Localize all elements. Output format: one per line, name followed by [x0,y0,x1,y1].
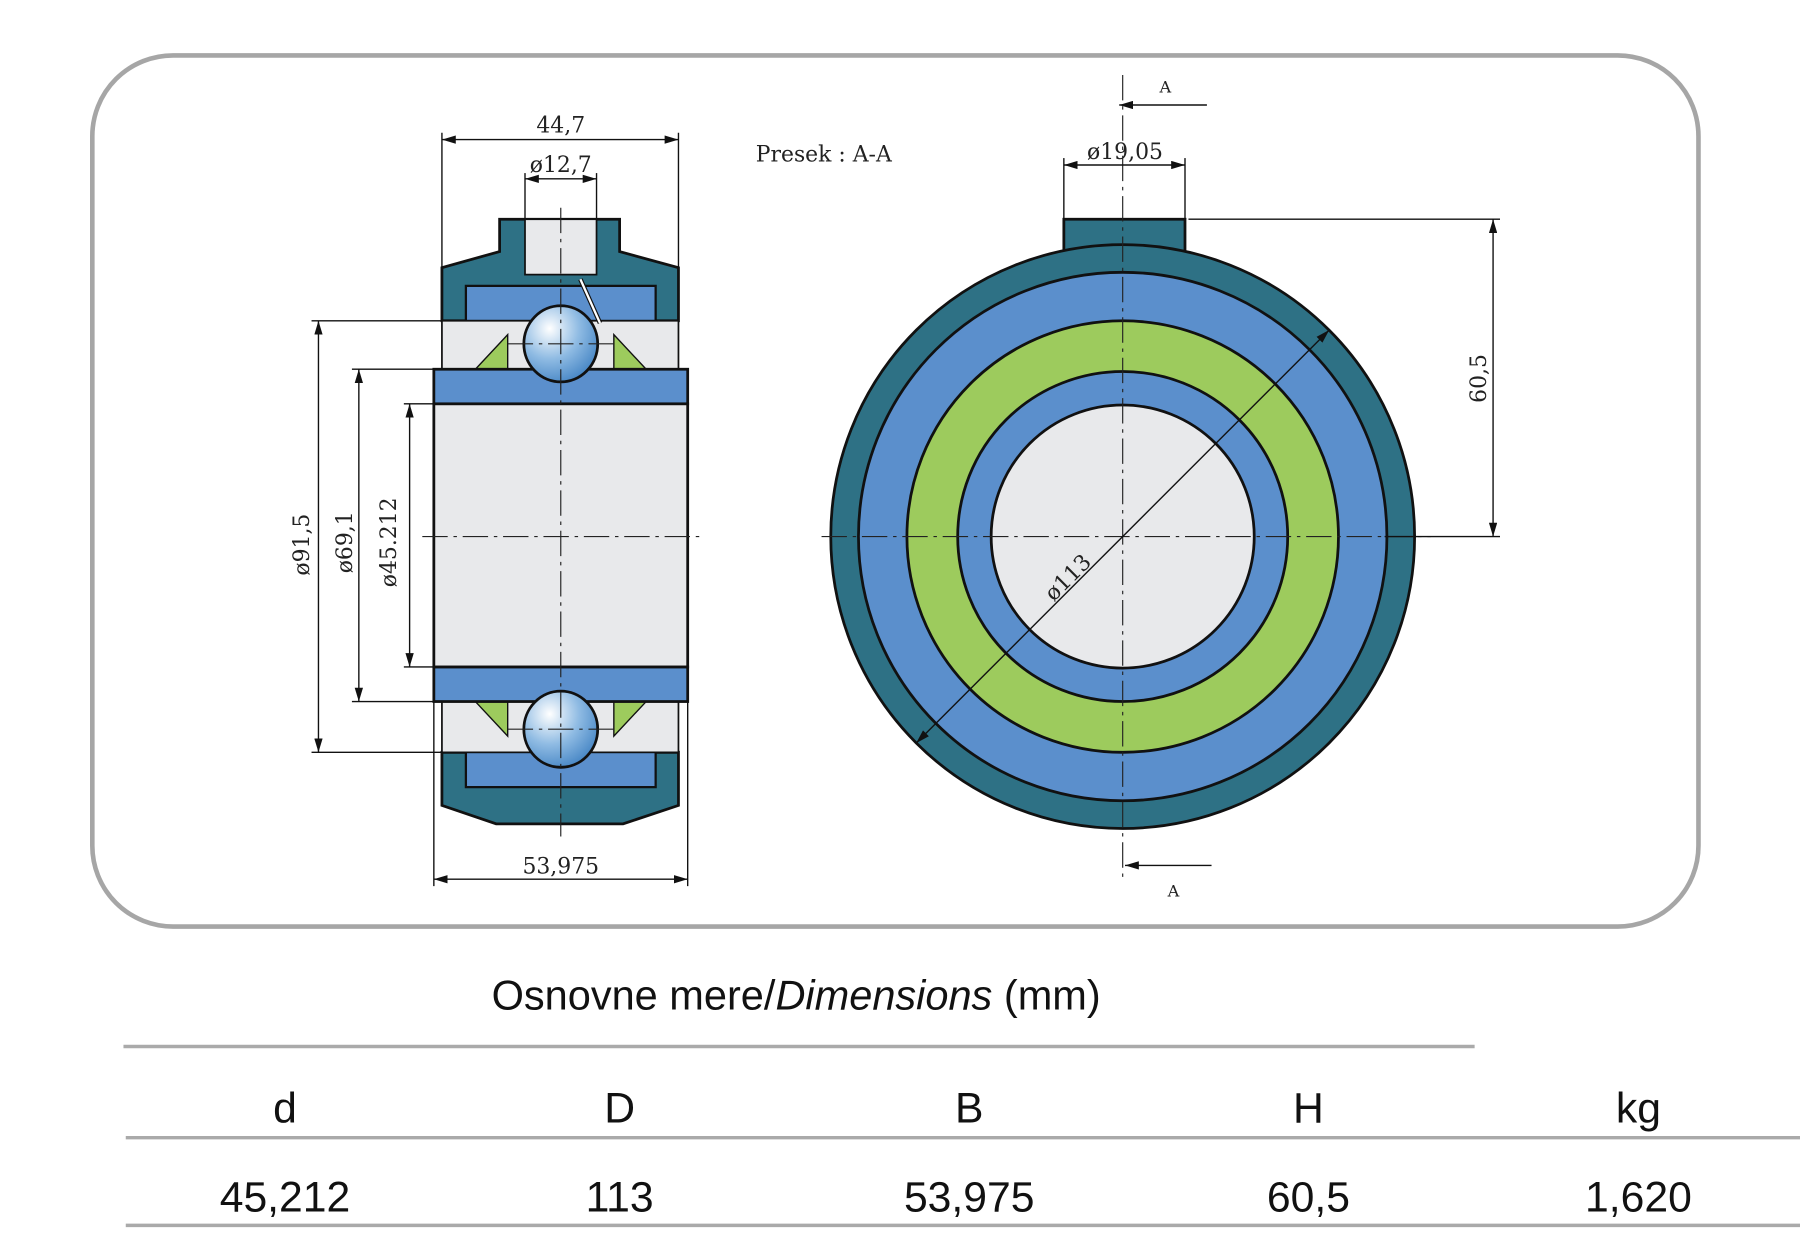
dim-height: 60,5 [1467,354,1492,403]
section-label: Presek : A-A [756,143,893,168]
dim-boss: ø19,05 [1087,140,1163,165]
section-marker-bottom: A [1167,882,1180,901]
header-H: H [1293,1085,1324,1133]
value-B: 53,975 [904,1174,1035,1222]
header-B: B [955,1085,983,1133]
header-D: D [604,1085,635,1133]
dim-hole: ø12,7 [530,153,592,178]
dim-d2: ø69,1 [333,511,358,573]
table-title: Osnovne mere/Dimensions (mm) [492,972,1101,1019]
dim-width-top: 44,7 [536,114,585,139]
section-marker-top: A [1159,77,1172,96]
value-d: 45,212 [220,1174,351,1222]
value-H: 60,5 [1267,1174,1350,1222]
dim-d1: ø91,5 [290,514,315,576]
side-section-view: 44,7 ø12,7 53,975 ø91,5 ø69,1 ø45.212 [290,114,700,887]
value-kg: 1,620 [1585,1174,1692,1222]
header-kg: kg [1616,1085,1661,1133]
dim-d3: ø45.212 [377,497,402,587]
seals [473,332,648,738]
dimensions-table: Osnovne mere/Dimensions (mm) d D B H kg … [123,972,1800,1228]
header-d: d [273,1085,297,1133]
dim-width-bottom: 53,975 [522,854,599,879]
front-view: ø113 ø19,05 60,5 A A [821,75,1500,901]
value-D: 113 [586,1174,654,1222]
